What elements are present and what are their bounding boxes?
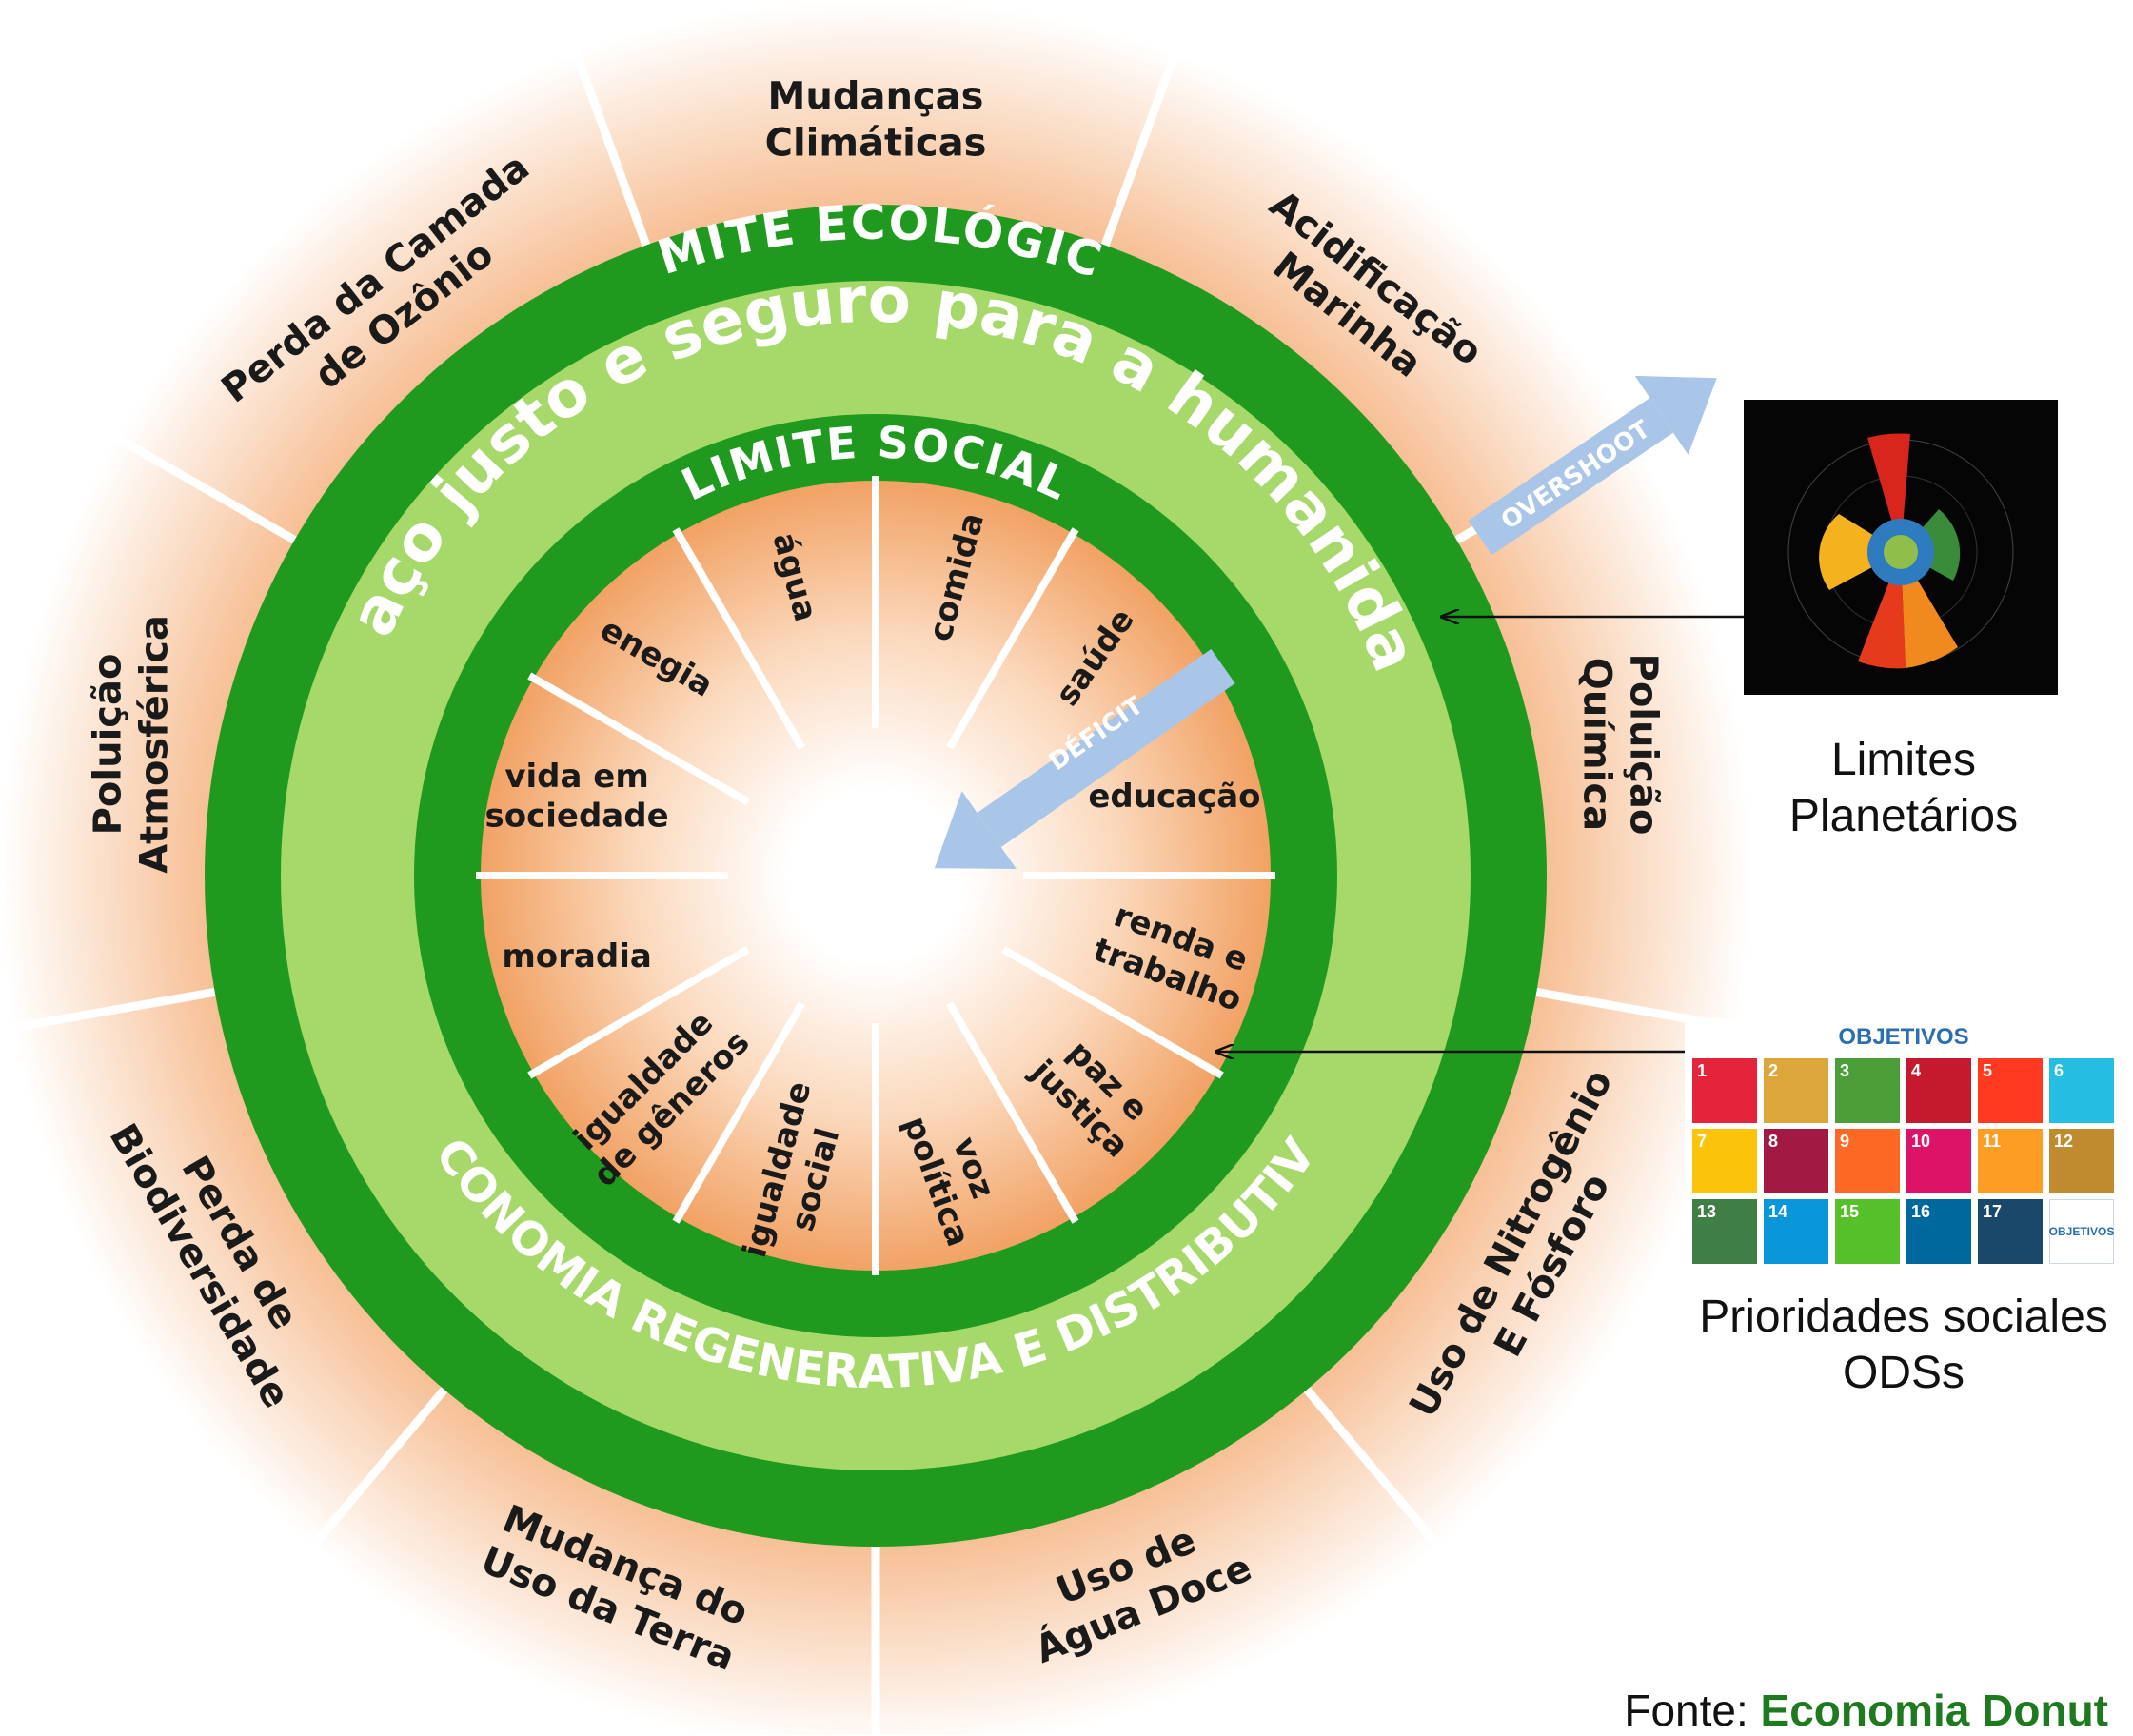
sdg-tile: 15 [1835, 1199, 1900, 1264]
sdg-tile: 3 [1835, 1058, 1900, 1123]
outer-spoke [284, 1381, 452, 1580]
inner-spokes [476, 476, 1275, 1275]
outer-spoke [80, 414, 304, 547]
sdg-tile: 4 [1906, 1058, 1971, 1123]
planetary-boundaries-image [1744, 400, 2058, 695]
sdg-tile: 6 [2049, 1058, 2114, 1123]
planetary-boundaries-caption: Limites Planetários [1788, 735, 2019, 841]
sdg-tile: 12 [2049, 1129, 2114, 1194]
inner-spoke [672, 1001, 805, 1224]
ecological-limit-label: PoluiçãoAtmosférica [87, 615, 177, 874]
outer-spoke [559, 12, 653, 254]
sdg-tile: 8 [1764, 1129, 1828, 1194]
sdg-tile: 5 [1978, 1058, 2043, 1123]
social-priorities-caption: Prioridades sociales ODSs [1699, 1292, 2108, 1398]
inner-spoke [527, 946, 750, 1079]
source-credit: Fonte: Economia Donut [1624, 1685, 2108, 1736]
inner-spoke [946, 1001, 1079, 1224]
sdg-tile: 7 [1692, 1129, 1757, 1194]
outer-spoke [1299, 1381, 1468, 1580]
sdg-tile: 9 [1835, 1129, 1900, 1194]
sdg-tile: 17 [1978, 1199, 2043, 1264]
sdg-tile: 11 [1978, 1129, 2043, 1194]
social-item-label: educação [1088, 778, 1260, 816]
sdg-header: OBJETIVOS [1838, 1024, 1969, 1050]
ecological-limit-label: PoluiçãoQuímica [1575, 654, 1666, 836]
source-prefix: Fonte: [1624, 1686, 1748, 1735]
outer-spoke [1098, 12, 1193, 254]
sdg-tile: 16 [1906, 1199, 1971, 1264]
planetary-boundaries-graphic [1787, 433, 2014, 669]
sdg-logo-tile: OBJETIVOS [2049, 1199, 2114, 1264]
sdg-tile: 1 [1692, 1058, 1757, 1123]
sdg-tile: 10 [1906, 1129, 1971, 1194]
inner-spoke [527, 672, 750, 805]
sdg-tile: 14 [1764, 1199, 1828, 1264]
inner-deficit-zone [481, 481, 1271, 1271]
inner-spoke [672, 527, 805, 750]
sdg-tile: 13 [1692, 1199, 1757, 1264]
inner-spoke [946, 527, 1079, 750]
inner-spoke [1001, 946, 1224, 1079]
social-item-label: moradia [502, 937, 651, 976]
sdg-tile: 2 [1764, 1058, 1828, 1123]
source-name: Economia Donut [1760, 1686, 2108, 1735]
outer-spoke [0, 987, 225, 1035]
